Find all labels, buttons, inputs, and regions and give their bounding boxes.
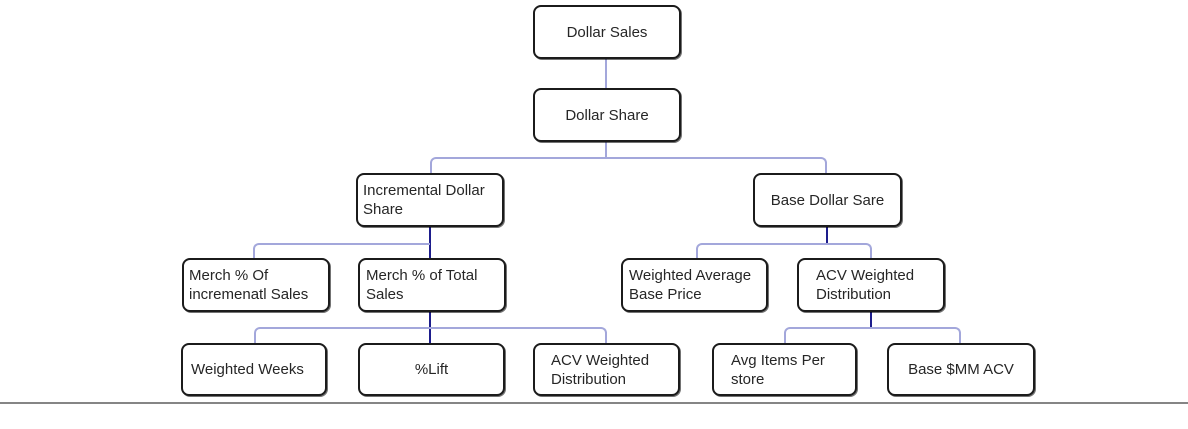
- node-weighted-average-base-price: Weighted Average Base Price: [621, 258, 768, 312]
- node-avg-items-per-store: Avg Items Per store: [712, 343, 857, 396]
- connector-base-dollar-sare-stub: [826, 227, 828, 243]
- connector-incremental-to-merch-total: [429, 227, 431, 258]
- node-acv-weighted-distribution-bottom: ACV Weighted Distribution: [533, 343, 680, 396]
- node-merch-pct-of-total-sales: Merch % of Total Sales: [358, 258, 506, 312]
- node-incremental-dollar-share: Incremental Dollar Share: [356, 173, 504, 227]
- connector-dollar-sales-to-dollar-share: [605, 59, 607, 88]
- connector-bracket-acv-children: [784, 327, 961, 343]
- node-pct-lift: %Lift: [358, 343, 505, 396]
- connector-dollar-share-stub: [605, 142, 607, 157]
- node-base-mm-acv: Base $MM ACV: [887, 343, 1035, 396]
- node-dollar-sales: Dollar Sales: [533, 5, 681, 59]
- node-base-dollar-sare: Base Dollar Sare: [753, 173, 902, 227]
- connector-bracket-base-children: [696, 243, 872, 258]
- connector-bracket-level2: [430, 157, 827, 173]
- node-dollar-share: Dollar Share: [533, 88, 681, 142]
- connector-bracket-merch-total-children: [254, 327, 607, 343]
- node-merch-pct-of-incremenatl-sales: Merch % Of incremenatl Sales: [182, 258, 330, 312]
- node-acv-weighted-distribution-mid: ACV Weighted Distribution: [797, 258, 945, 312]
- bottom-divider-line: [0, 402, 1188, 404]
- node-weighted-weeks: Weighted Weeks: [181, 343, 327, 396]
- connector-bracket-incremental-children: [253, 243, 430, 258]
- connector-acv-distribution-stub: [870, 312, 872, 327]
